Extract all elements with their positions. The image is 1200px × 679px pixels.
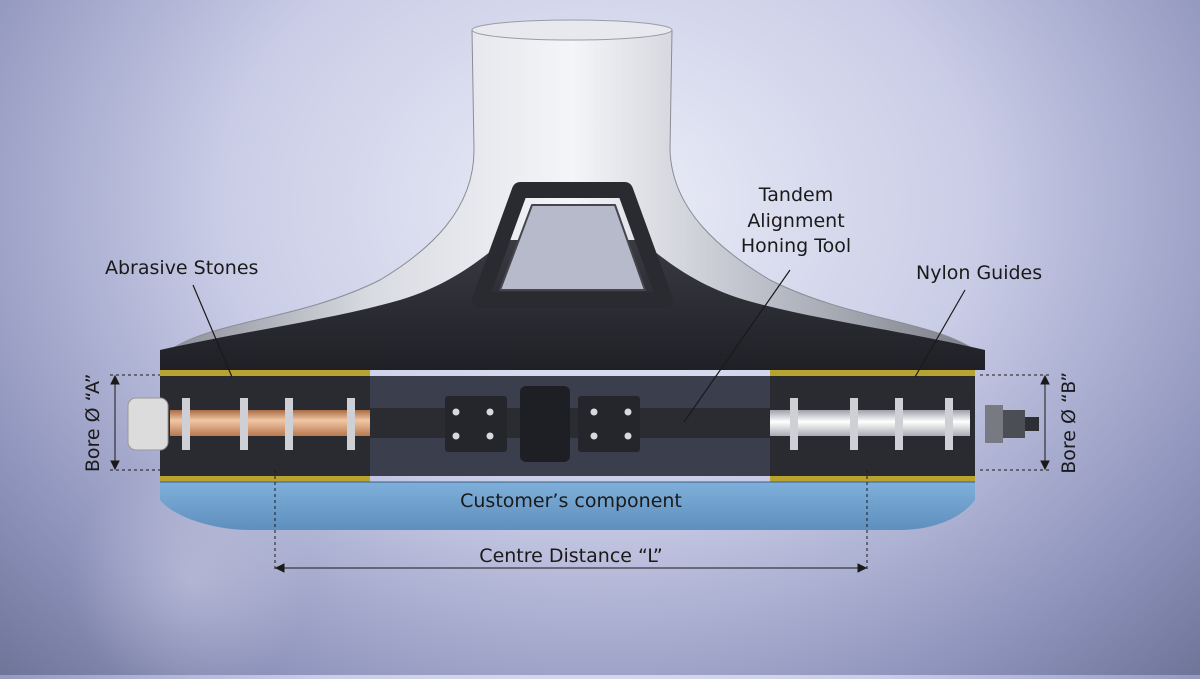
tool-name-line-3: Honing Tool bbox=[740, 235, 852, 258]
customer-component-label: Customer’s component bbox=[460, 490, 682, 512]
abrasive-stones-label: Abrasive Stones bbox=[105, 257, 259, 279]
adjustment-knob bbox=[520, 386, 570, 462]
customer-component-shape bbox=[160, 482, 975, 530]
tool-name-label: Tandem Alignment Honing Tool bbox=[741, 183, 851, 260]
stone-strip-bottom-right bbox=[770, 476, 975, 482]
nylon-guides-label: Nylon Guides bbox=[916, 262, 1043, 284]
centre-distance-dimension bbox=[274, 470, 868, 573]
leader-lines bbox=[192, 269, 966, 423]
nylon-guide-bar bbox=[770, 410, 970, 436]
bore-b-label: Bore Ø “B” bbox=[1058, 371, 1081, 474]
centre-distance-label: Centre Distance “L” bbox=[479, 545, 663, 567]
bore-a-label: Bore Ø “A” bbox=[82, 373, 105, 473]
bore-dimension-lines bbox=[110, 374, 1050, 471]
tool-head bbox=[160, 182, 985, 370]
stone-strip-top-left bbox=[160, 370, 370, 376]
stone-strip-bottom-left bbox=[160, 476, 370, 482]
abrasive-stone-bar bbox=[170, 410, 370, 436]
right-end-nut bbox=[985, 405, 1039, 443]
left-end-cap bbox=[127, 397, 169, 451]
stone-strip-top-right bbox=[770, 370, 975, 376]
tool-name-line-2: Alignment bbox=[747, 209, 845, 232]
tool-name-line-1: Tandem bbox=[758, 184, 834, 206]
